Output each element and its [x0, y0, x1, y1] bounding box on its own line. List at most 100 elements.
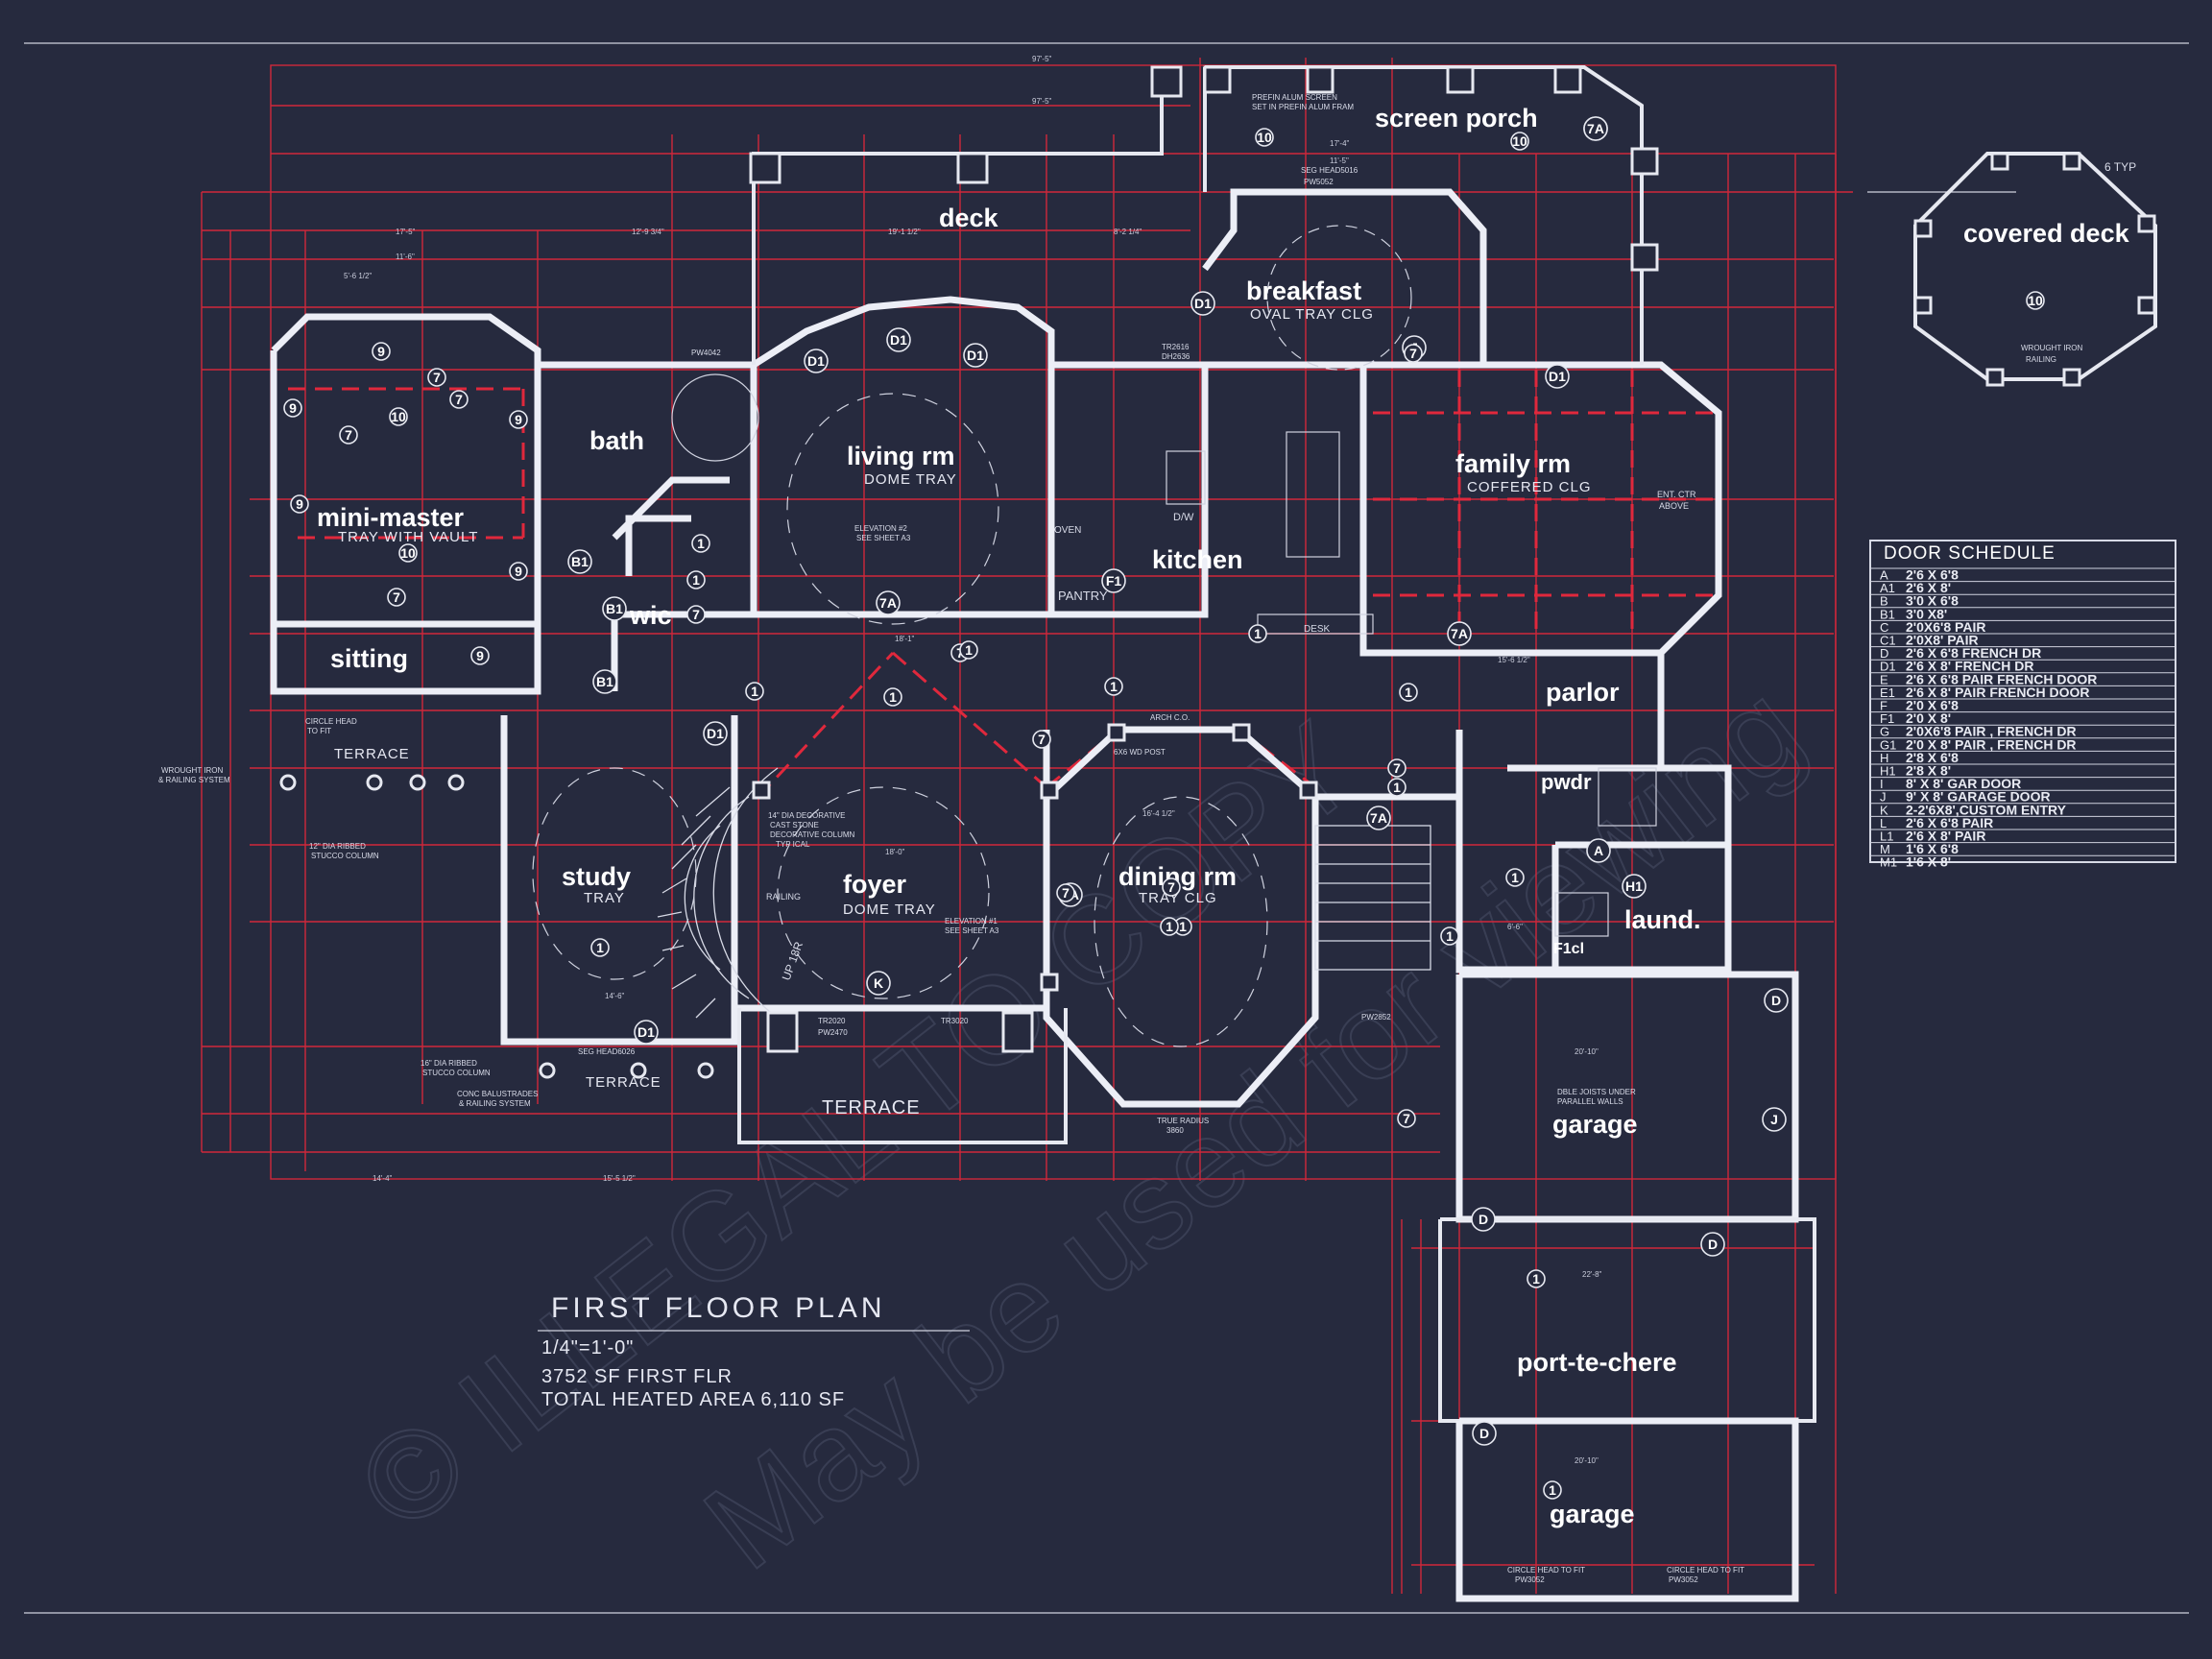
- ceiling-details: [532, 225, 1657, 1047]
- window-tag-circle: [1162, 878, 1181, 897]
- door-schedule-desc: 2'6 X 8': [1906, 580, 1951, 595]
- door-tag-label: D: [1479, 1426, 1489, 1441]
- room-family-sub: COFFERED CLG: [1467, 479, 1592, 495]
- plan-title: FIRST FLOOR PLAN: [551, 1292, 886, 1324]
- dim-18-0: 18'-0": [885, 848, 905, 856]
- title-block: FIRST FLOOR PLAN 1/4"=1'-0" 3752 SF FIRS…: [538, 1292, 970, 1410]
- note-decorative-column-4: TYP ICAL: [776, 840, 810, 849]
- note-decorative-column-3: DECORATIVE COLUMN: [770, 830, 855, 839]
- note-seg-head-6026: SEG HEAD6026: [578, 1047, 636, 1056]
- door-tag-circle: [963, 343, 988, 368]
- window-tag-label: 9: [289, 400, 297, 416]
- note-pw2852: PW2852: [1361, 1013, 1391, 1022]
- note-six-typ: 6 TYP: [2104, 160, 2136, 174]
- label-railing: RAILING: [766, 892, 801, 902]
- door-tag-label: J: [1770, 1112, 1778, 1127]
- dim-22-8: 22'-8": [1582, 1270, 1602, 1279]
- door-schedule-key: B1: [1880, 607, 1895, 621]
- door-schedule-desc: 2'0X6'8 PAIR: [1906, 619, 1985, 635]
- door-tag-circle: [1545, 364, 1570, 389]
- red-dashed-partitions: [288, 370, 1719, 799]
- door-schedule-desc: 2'0X6'8 PAIR , FRENCH DR: [1906, 724, 2077, 739]
- window-tag-circle: [1440, 926, 1459, 946]
- window-tag-circle: [2026, 291, 2045, 310]
- window-tag-label: 9: [377, 344, 385, 359]
- window-tag-circle: [1404, 344, 1423, 363]
- door-tag-circle: [804, 349, 829, 373]
- door-schedule-key: G1: [1880, 737, 1896, 752]
- door-schedule-key: L1: [1880, 830, 1893, 844]
- window-tag-circle: [1255, 128, 1274, 147]
- window-tag-circle: [959, 640, 978, 660]
- sheet-frame: [24, 42, 2189, 1614]
- note-stucco-column-4: STUCCO COLUMN: [422, 1069, 491, 1077]
- door-tag-label: K: [874, 975, 883, 991]
- room-garage-2: garage: [1550, 1500, 1635, 1528]
- window-tag-label: 7: [1062, 885, 1070, 901]
- door-tag-circle: [1622, 874, 1647, 899]
- window-tag-circle: [691, 534, 710, 553]
- room-breakfast: breakfast: [1246, 276, 1361, 305]
- window-tag-label: 7: [1167, 879, 1175, 895]
- window-tag-circle: [686, 605, 706, 624]
- door-tag-circle: [1586, 838, 1611, 863]
- door-tag-label: D1: [1549, 369, 1566, 384]
- door-schedule-key: E: [1880, 672, 1888, 686]
- dim-11-5: 11'-5": [1330, 156, 1349, 165]
- label-desk: DESK: [1304, 624, 1331, 635]
- note-tr2616: TR2616: [1162, 343, 1190, 351]
- spiral-stair: [657, 767, 779, 1019]
- room-sitting: sitting: [330, 644, 408, 673]
- dim-14-4: 14'-4": [373, 1174, 393, 1183]
- window-tag-label: 1: [1166, 919, 1173, 934]
- room-kitchen: kitchen: [1152, 545, 1243, 574]
- door-schedule-desc: 2'0X8' PAIR: [1906, 633, 1979, 648]
- note-pw5052: PW5052: [1304, 178, 1334, 186]
- door-tag-label: B1: [596, 674, 613, 689]
- room-living: living rm: [847, 442, 955, 470]
- window-tag-circle: [470, 646, 490, 665]
- door-schedule-key: G: [1880, 725, 1889, 739]
- note-conc-balustrades-2: & RAILING SYSTEM: [459, 1099, 531, 1108]
- window-tag-label: 1: [1393, 780, 1401, 795]
- note-stucco-column-3: 16" DIA RIBBED: [421, 1059, 477, 1068]
- room-wic: wic: [629, 601, 672, 630]
- plan-area-total: TOTAL HEATED AREA 6,110 SF: [541, 1389, 845, 1410]
- window-tag-label: 1: [1549, 1482, 1556, 1498]
- door-tag-circle: [1583, 116, 1608, 141]
- door-schedule-desc: 2'6 X 8' PAIR: [1906, 829, 1985, 844]
- window-tag-label: 7: [1409, 346, 1417, 361]
- dim-15-6: 15'-6 1/2": [1498, 656, 1530, 664]
- window-tag-label: 1: [1446, 928, 1454, 944]
- window-tag-circle: [372, 342, 391, 361]
- window-tag-label: 9: [515, 564, 522, 579]
- door-tag-label: D: [1708, 1237, 1718, 1252]
- door-tag-label: D1: [807, 353, 825, 369]
- window-tag-circle: [1505, 868, 1525, 887]
- note-seg-head: SEG HEAD5016: [1301, 166, 1358, 175]
- door-tag-label: D1: [707, 726, 724, 741]
- door-schedule-desc: 2'6 X 8' PAIR FRENCH DOOR: [1906, 685, 2090, 700]
- window-tag-label: 1: [1179, 919, 1187, 934]
- door-tag-circle: [876, 590, 901, 615]
- window-tag-label: 7: [1393, 760, 1401, 776]
- label-above: ABOVE: [1659, 501, 1689, 511]
- window-tag-circle: [509, 410, 528, 429]
- door-tag-label: D1: [967, 348, 984, 363]
- door-schedule-desc: 1'6 X 6'8: [1906, 841, 1959, 856]
- window-tag-label: 1: [692, 572, 700, 588]
- window-tag-circle: [398, 543, 418, 563]
- room-mini-master-sub: TRAY WITH VAULT: [338, 529, 478, 545]
- room-terrace-left: TERRACE: [334, 746, 410, 762]
- note-elevation-1: ELEVATION #1: [945, 917, 998, 926]
- room-terrace-front: TERRACE: [822, 1097, 921, 1118]
- door-tag-circle: [1764, 988, 1789, 1013]
- door-schedule-desc: 2'6 X 6'8 FRENCH DR: [1906, 645, 2041, 661]
- window-tag-circle: [389, 407, 408, 426]
- room-dining-sub: TRAY CLG: [1139, 890, 1217, 906]
- note-dbl-joists-2: PARALLEL WALLS: [1557, 1097, 1623, 1106]
- note-stucco-column-1: 12" DIA RIBBED: [309, 842, 366, 851]
- note-pw3052-a: PW3052: [1515, 1575, 1545, 1584]
